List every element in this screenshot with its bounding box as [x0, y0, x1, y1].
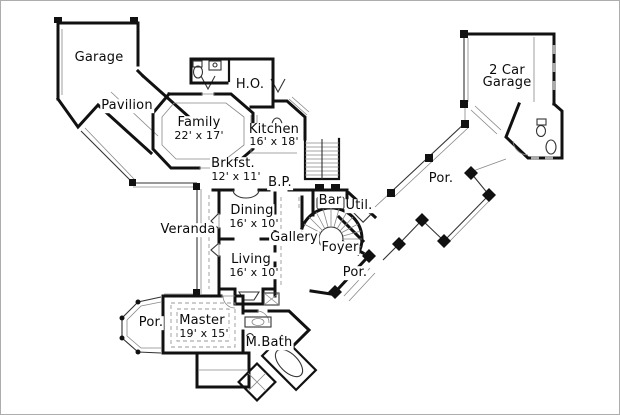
- room-label-porch-front: Por.: [341, 265, 369, 281]
- veranda-porch: [80, 127, 210, 296]
- room-label-bar: Bar: [317, 193, 343, 209]
- straight-staircase: [303, 137, 341, 181]
- side-porch-colonnade: [374, 105, 507, 261]
- room-dims-kitchen: 16' x 18': [248, 135, 300, 149]
- room-label-2car-line1: 2 Car: [488, 63, 526, 79]
- room-dims-brkfst: 12' x 11': [210, 170, 262, 184]
- room-label-util: Util.: [344, 198, 374, 214]
- room-dims-family: 22' x 17': [173, 129, 225, 143]
- room-label-family: Family: [176, 115, 222, 131]
- room-label-porch-master: Por.: [137, 315, 165, 331]
- room-label-living: Living: [230, 252, 272, 268]
- room-label-garage: Garage: [73, 50, 125, 66]
- room-label-mbath: M.Bath: [244, 335, 294, 351]
- room-dims-living: 16' x 10': [228, 266, 280, 280]
- room-label-pavilion: Pavilion: [100, 98, 154, 114]
- room-label-veranda: Veranda: [159, 222, 217, 238]
- ho-room: [189, 57, 275, 109]
- room-label-bp: B.P.: [267, 175, 293, 191]
- garage-walls: [54, 17, 154, 156]
- bar-room: [311, 184, 349, 217]
- two-car-garage: [460, 30, 564, 160]
- room-label-foyer: Foyer: [320, 240, 360, 256]
- room-dims-dining: 16' x 10': [228, 217, 280, 231]
- room-label-kitchen: Kitchen: [247, 122, 301, 138]
- room-dims-master: 19' x 15': [178, 327, 230, 341]
- room-label-gallery: Gallery: [269, 230, 319, 246]
- room-label-ho: H.O.: [234, 77, 266, 93]
- master-suite: [161, 294, 251, 389]
- master-porch-bay: [119, 296, 162, 355]
- foyer-spiral-staircase: [300, 195, 364, 257]
- room-label-porch-side: Por.: [427, 171, 455, 187]
- room-label-dining: Dining: [229, 203, 275, 219]
- room-label-master: Master: [178, 313, 226, 329]
- room-label-brkfst: Brkfst.: [210, 156, 256, 172]
- room-label-2car-line2: Garage: [481, 75, 533, 91]
